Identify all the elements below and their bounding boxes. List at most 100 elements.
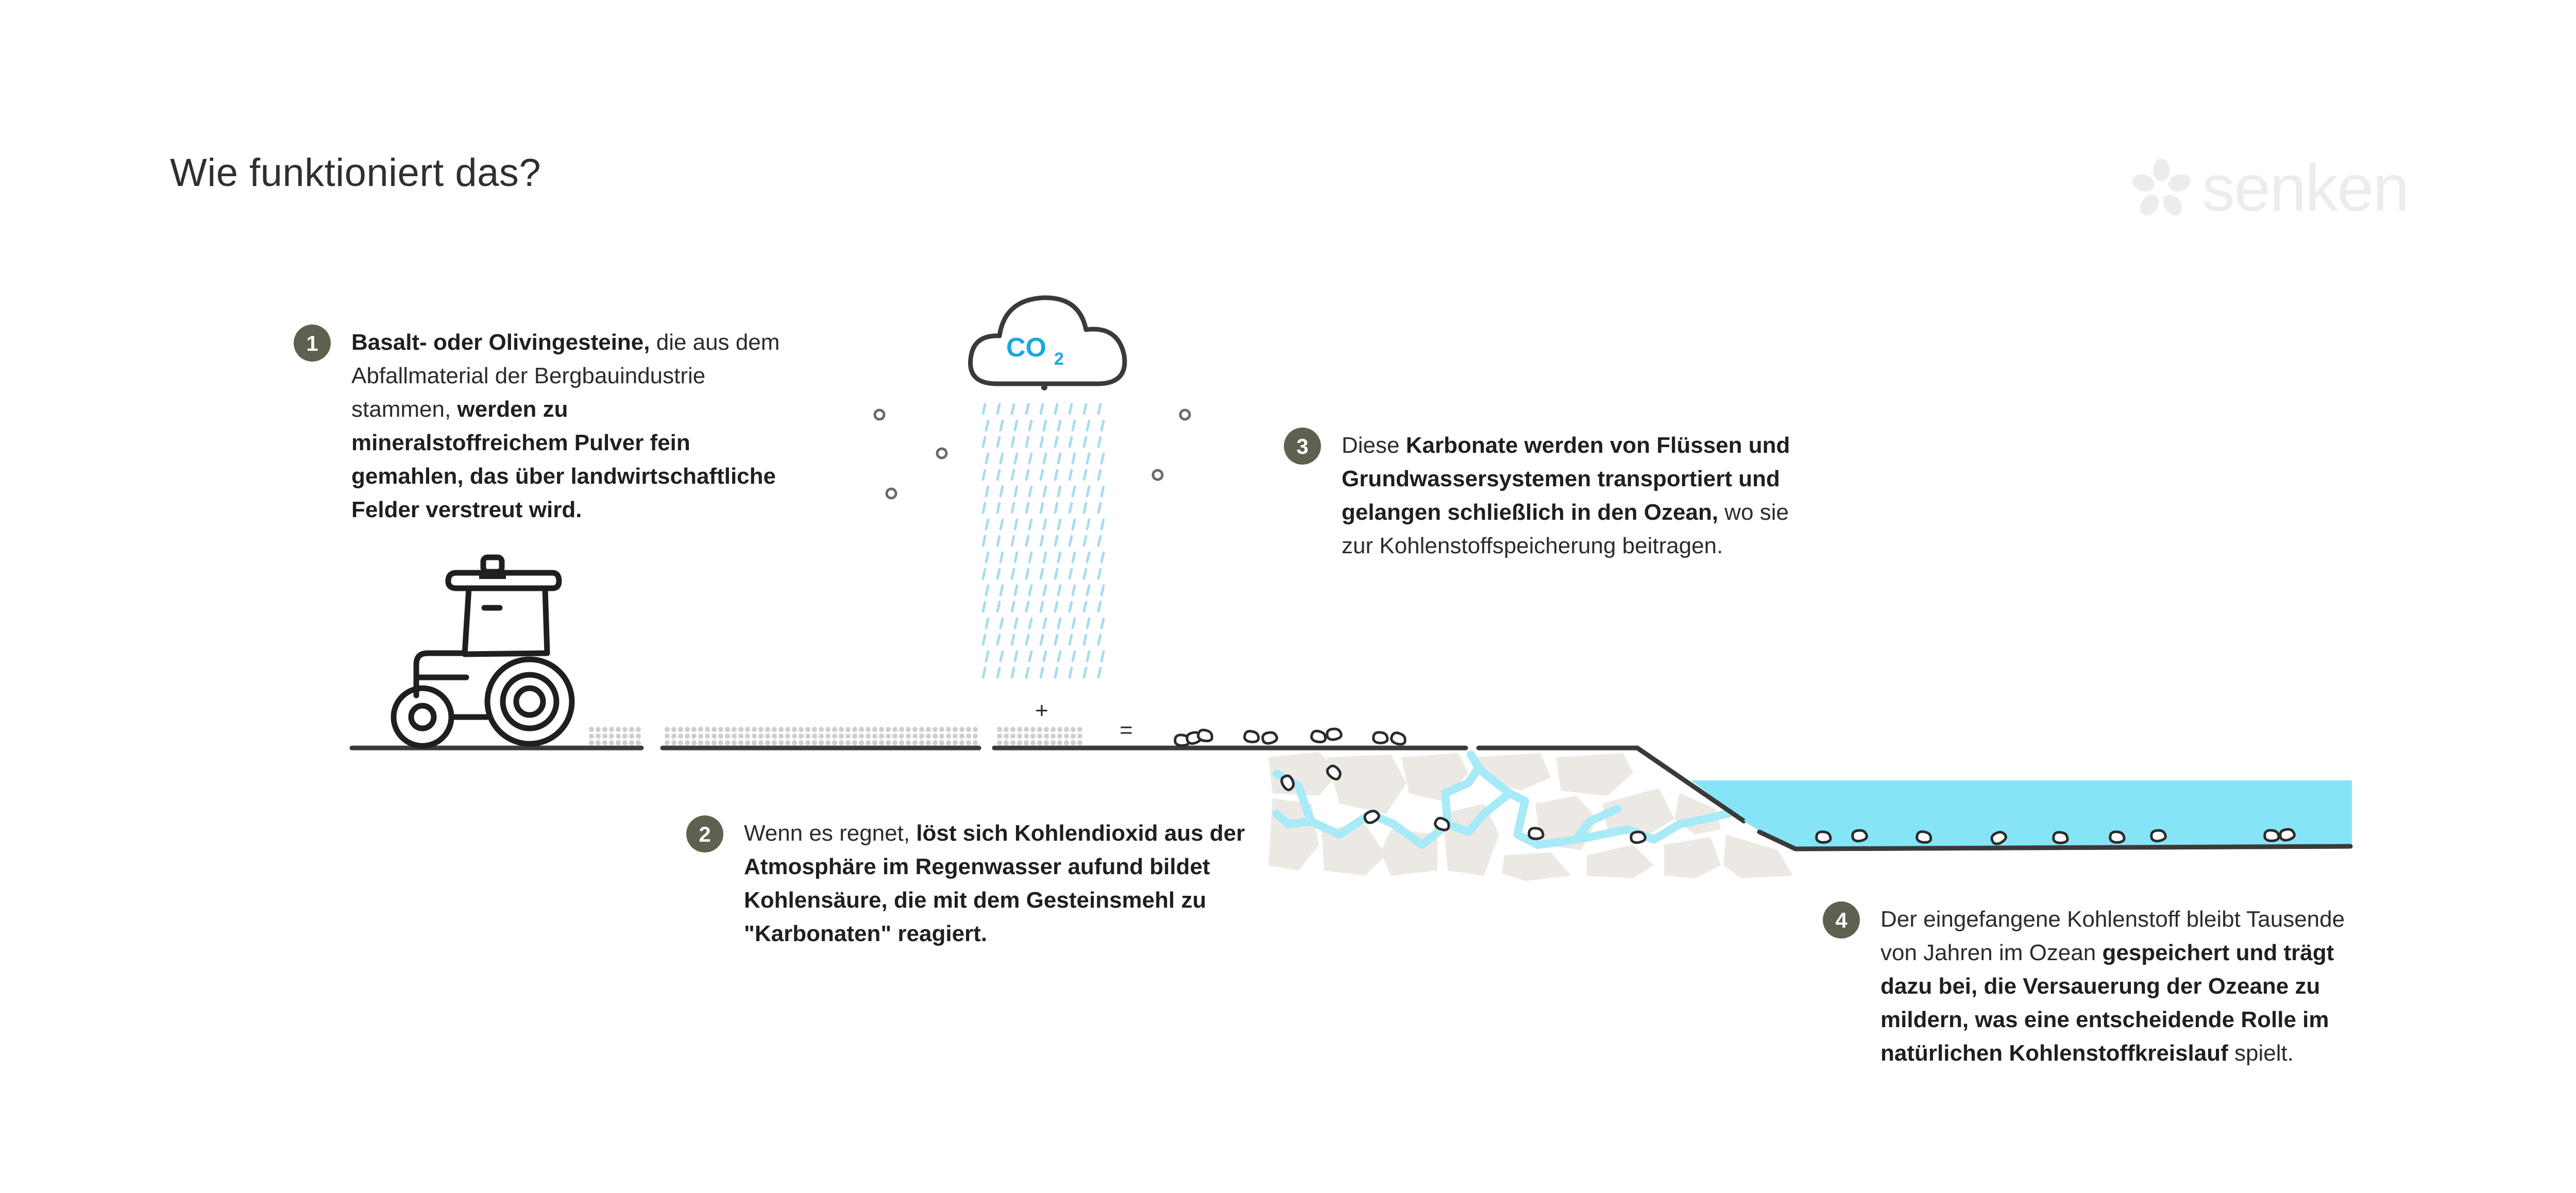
rain-drop bbox=[1042, 485, 1047, 498]
powder-dot bbox=[1077, 734, 1082, 739]
particle-dot bbox=[873, 408, 886, 421]
particle-dot bbox=[1179, 408, 1191, 421]
rain-drop bbox=[1013, 419, 1019, 432]
rain-drop bbox=[981, 634, 987, 646]
powder-dot bbox=[997, 727, 1002, 732]
powder-dot bbox=[1057, 734, 1062, 739]
step-1-text-segment: werden zu mineralstoffreichem Pulver fei… bbox=[351, 397, 776, 522]
rain-drop bbox=[1025, 469, 1030, 481]
page-title: Wie funktioniert das? bbox=[170, 151, 541, 195]
powder-dot bbox=[778, 734, 784, 739]
powder-dot bbox=[919, 727, 924, 732]
ocean-water bbox=[1691, 780, 2352, 847]
powder-dot bbox=[629, 734, 634, 739]
powder-dot bbox=[845, 740, 851, 745]
rain-drop bbox=[985, 518, 990, 531]
rain-drop bbox=[1097, 667, 1102, 679]
rain-drop bbox=[985, 584, 990, 596]
powder-dot bbox=[752, 727, 757, 732]
carbonate-shape bbox=[1280, 774, 1295, 791]
rain-drop bbox=[1042, 650, 1047, 662]
powder-dot bbox=[1037, 734, 1042, 739]
rain-drop bbox=[1057, 584, 1062, 596]
rain-drop bbox=[1068, 436, 1073, 448]
powder-dot bbox=[1037, 727, 1042, 732]
step-2-badge: 2 bbox=[686, 815, 723, 853]
carbonate-shape bbox=[1630, 830, 1647, 844]
particle-dot bbox=[885, 487, 897, 500]
powder-dot bbox=[879, 734, 884, 739]
powder-dot bbox=[832, 740, 837, 745]
rain-drop bbox=[985, 551, 990, 564]
carbonate-particle bbox=[1389, 731, 1406, 746]
carbonate-shape bbox=[1261, 731, 1278, 745]
powder-dot bbox=[966, 740, 971, 745]
powder-dot bbox=[738, 727, 743, 732]
powder-dot bbox=[1077, 740, 1082, 745]
rain-drop bbox=[1013, 551, 1019, 564]
carbonate-particle bbox=[1916, 830, 1933, 844]
powder-dot bbox=[1071, 727, 1076, 732]
rain-drop bbox=[996, 403, 1001, 415]
carbonate-particle bbox=[1851, 829, 1868, 843]
powder-dot bbox=[1057, 727, 1062, 732]
powder-dot bbox=[906, 734, 911, 739]
powder-dot bbox=[752, 740, 757, 745]
powder-dot bbox=[845, 727, 851, 732]
powder-dot bbox=[906, 740, 911, 745]
rain-drop bbox=[1071, 617, 1076, 629]
carbonate-shape bbox=[2109, 830, 2126, 844]
rain-drop bbox=[1057, 452, 1062, 465]
powder-dot bbox=[879, 740, 884, 745]
powder-dot bbox=[698, 727, 703, 732]
powder-dot bbox=[933, 740, 938, 745]
rain-drop bbox=[1082, 469, 1088, 481]
powder-dot bbox=[1071, 740, 1076, 745]
co2-cloud-icon: CO 2 bbox=[968, 295, 1127, 390]
carbonate-particle bbox=[1363, 810, 1380, 824]
powder-dot bbox=[1004, 734, 1009, 739]
carbonate-particle bbox=[1326, 727, 1343, 741]
rain-drop bbox=[1042, 551, 1047, 564]
powder-dot bbox=[866, 727, 871, 732]
rock-stone bbox=[1401, 753, 1468, 801]
powder-dot bbox=[596, 727, 601, 732]
powder-dot bbox=[609, 740, 614, 745]
rain-drop bbox=[1054, 502, 1059, 514]
powder-dot bbox=[953, 727, 958, 732]
rock-stone bbox=[1723, 834, 1793, 878]
powder-dot bbox=[973, 734, 978, 739]
powder-dot bbox=[778, 727, 784, 732]
step-2-text: Wenn es regnet, löst sich Kohlendioxid a… bbox=[744, 816, 1253, 950]
powder-dot bbox=[852, 740, 857, 745]
powder-dot bbox=[933, 727, 938, 732]
powder-dot bbox=[1004, 740, 1009, 745]
rain-drop bbox=[1025, 535, 1030, 547]
powder-dot bbox=[872, 734, 877, 739]
powder-dot bbox=[933, 734, 938, 739]
carbonate-particle bbox=[1630, 830, 1647, 844]
powder-dot bbox=[859, 734, 864, 739]
powder-dot bbox=[799, 734, 804, 739]
step-1-text: Basalt- oder Olivingesteine, die aus dem… bbox=[351, 326, 783, 526]
powder-dot bbox=[805, 727, 810, 732]
powder-dot bbox=[926, 727, 931, 732]
powder-dot bbox=[596, 740, 601, 745]
step-4-text-segment: Der eingefangene Kohlenstoff bleibt Taus… bbox=[1880, 907, 2345, 965]
powder-dot bbox=[899, 727, 904, 732]
powder-dot bbox=[946, 734, 951, 739]
rain-drop bbox=[1039, 436, 1044, 448]
powder-dot bbox=[946, 727, 951, 732]
rain-drop bbox=[1100, 419, 1105, 432]
rain-drop bbox=[1013, 584, 1019, 596]
rock-stone bbox=[1268, 798, 1319, 871]
powder-dot bbox=[825, 727, 831, 732]
powder-dot bbox=[1057, 740, 1062, 745]
powder-dot bbox=[745, 727, 750, 732]
rain-drop bbox=[1057, 617, 1062, 629]
rain-drop bbox=[1097, 436, 1102, 448]
rain-drop bbox=[999, 518, 1004, 531]
powder-dot bbox=[589, 727, 594, 732]
powder-dot bbox=[1024, 727, 1029, 732]
powder-dot bbox=[892, 734, 897, 739]
